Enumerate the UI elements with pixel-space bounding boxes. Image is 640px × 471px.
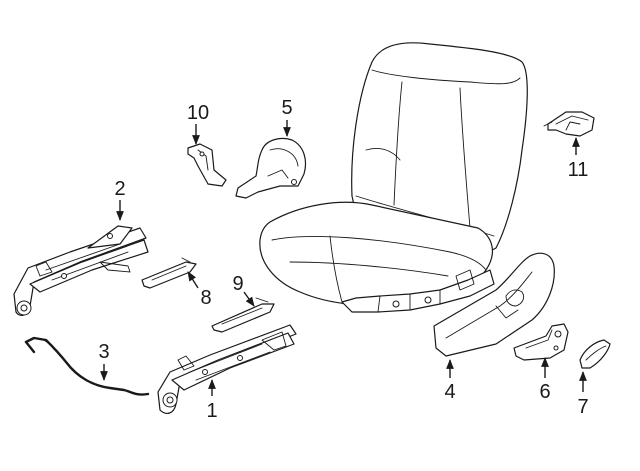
callout-8: 8 [200, 287, 211, 309]
callout-7: 7 [577, 396, 588, 418]
callout-10: 10 [187, 102, 209, 124]
leader-9 [243, 291, 255, 307]
part-6-bracket [513, 323, 569, 361]
part-7-knob [579, 339, 611, 369]
part-9-plate [211, 297, 275, 333]
callout-1: 1 [206, 400, 217, 422]
callout-leaders [100, 120, 587, 396]
part-5-recliner-cover [235, 137, 307, 199]
leader-8 [187, 271, 199, 289]
part-4-side-shield [433, 252, 555, 357]
part-11-clip [543, 111, 595, 137]
callout-numbers: 1 2 3 4 5 6 7 8 9 10 11 [98, 97, 588, 422]
callout-6: 6 [539, 381, 550, 403]
seat-assembly [259, 42, 528, 313]
callout-11: 11 [568, 159, 589, 181]
callout-9: 9 [232, 273, 243, 295]
part-2-seat-track [13, 225, 149, 316]
part-10-bracket [187, 143, 227, 187]
callout-2: 2 [114, 178, 125, 200]
callout-4: 4 [444, 381, 455, 403]
callout-3: 3 [98, 341, 109, 363]
part-3-towel-bar [24, 336, 150, 396]
callout-5: 5 [281, 97, 292, 119]
part-1-seat-track [157, 324, 297, 414]
